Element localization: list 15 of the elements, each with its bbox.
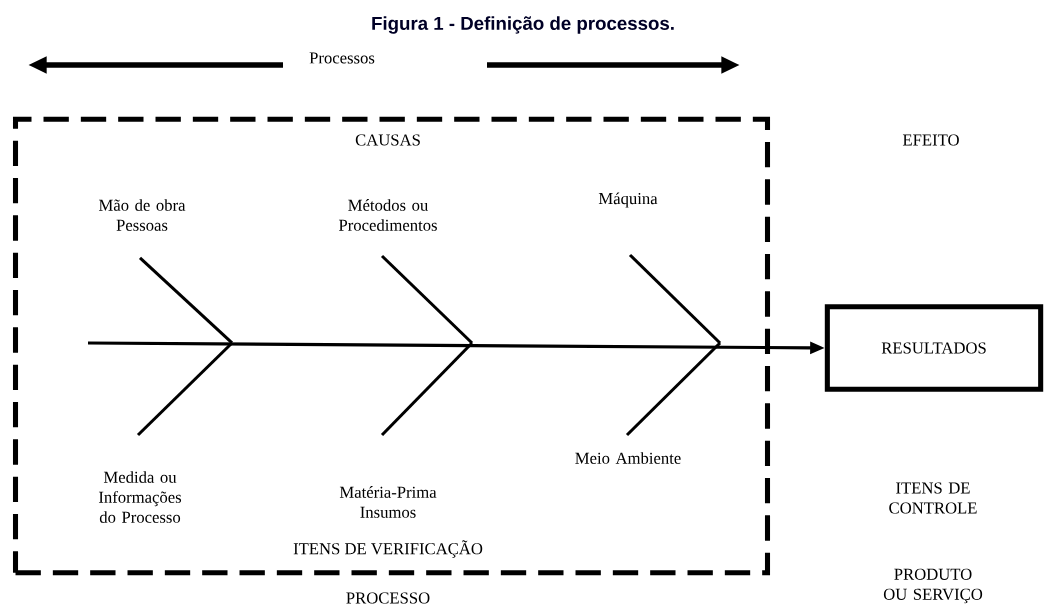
column-label: ITENS DE CONTROLE xyxy=(889,482,977,514)
frame-heading: CAUSAS xyxy=(355,134,420,146)
cause-label: Medida ou Informações do Processo xyxy=(98,471,182,523)
cause-label: Mão de obra Pessoas xyxy=(99,199,186,231)
frame-caption: ITENS DE VERIFICAÇÃO xyxy=(293,540,483,558)
result-box: RESULTADOS xyxy=(824,304,1044,392)
cause-label: Métodos ou Procedimentos xyxy=(338,199,437,231)
figure-title: Figura 1 - Definição de processos. xyxy=(372,16,674,34)
column-heading: EFEITO xyxy=(902,134,959,146)
section-label: Processos xyxy=(309,52,375,64)
cause-label: Meio Ambiente xyxy=(575,452,681,464)
cause-label: Máquina xyxy=(598,192,658,208)
column-label: PRODUTO OU SERVIÇO xyxy=(883,568,983,604)
frame-caption: PROCESSO xyxy=(346,592,430,604)
cause-label: Matéria-Prima Insumos xyxy=(339,486,437,518)
